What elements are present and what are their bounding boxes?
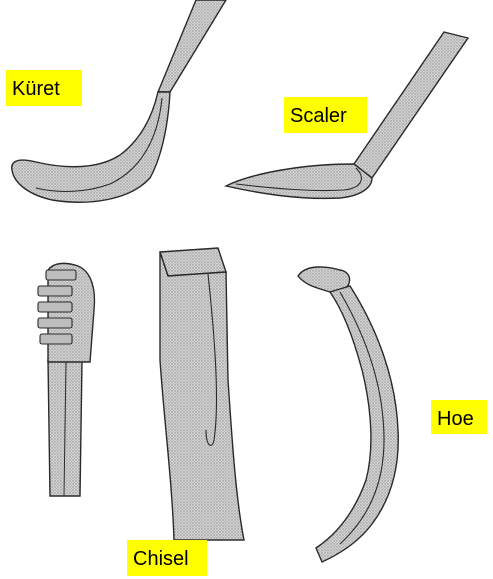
kuret-shank <box>158 0 226 92</box>
chisel-instrument <box>160 248 244 540</box>
scaler-label: Scaler <box>284 97 367 133</box>
chisel-label: Chisel <box>127 540 207 576</box>
chisel-body <box>160 252 244 540</box>
kuret-label: Küret <box>6 70 82 106</box>
chisel-tip-face <box>160 248 226 276</box>
hoe-label: Hoe <box>431 400 487 434</box>
scaler-shank <box>354 32 468 178</box>
kuret-blade <box>12 92 170 202</box>
file-instrument <box>38 263 94 496</box>
scaler-blade <box>226 164 372 198</box>
hoe-instrument <box>298 267 398 562</box>
hoe-shank <box>316 286 398 562</box>
